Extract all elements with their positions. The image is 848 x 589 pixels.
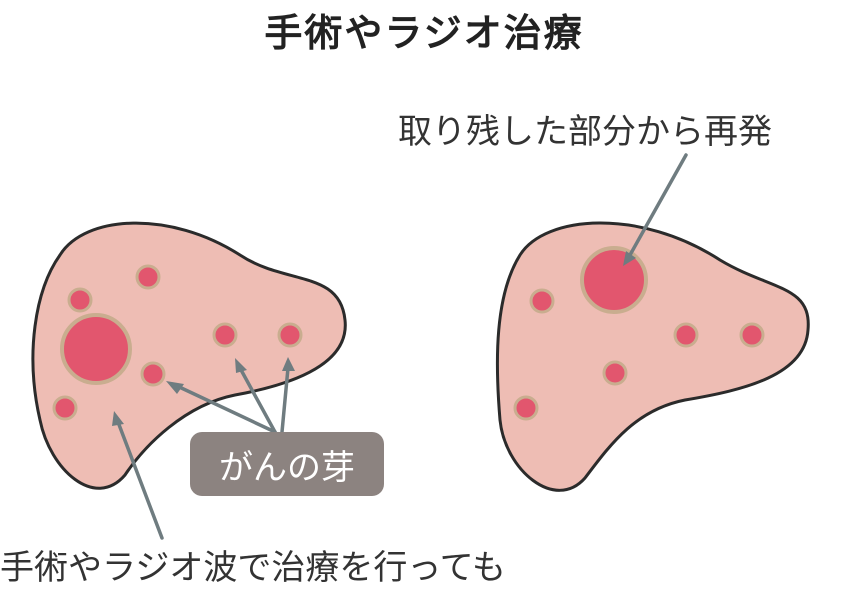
organ-right bbox=[495, 221, 810, 492]
badge-label: がんの芽 bbox=[219, 447, 355, 488]
cancer-bud-spot bbox=[212, 322, 238, 348]
tumor-large-left bbox=[60, 313, 132, 385]
arrow-to-treated-area bbox=[116, 420, 164, 540]
cancer-bud-spot bbox=[739, 322, 765, 348]
arrow-to-spot-mid bbox=[238, 366, 277, 434]
arrow-to-recurrence bbox=[628, 153, 688, 257]
arrowheads bbox=[112, 251, 636, 426]
cancer-bud-spot bbox=[67, 287, 93, 313]
cancer-bud-spot bbox=[513, 395, 539, 421]
cancer-bud-spot bbox=[140, 361, 166, 387]
cancer-bud-spot bbox=[602, 360, 628, 386]
cancer-bud-badge: がんの芽 bbox=[190, 432, 384, 496]
arrow-to-spot-center bbox=[173, 383, 277, 434]
arrow-to-spot-right bbox=[280, 366, 290, 434]
cancer-bud-spot bbox=[529, 288, 555, 314]
diagram-title: 手術やラジオ治療 bbox=[264, 11, 584, 55]
cancer-bud-spot bbox=[135, 264, 161, 290]
treatment-caption: 手術やラジオ波で治療を行っても bbox=[0, 548, 506, 588]
organ-left bbox=[31, 221, 347, 490]
recurrence-callout: 取り残した部分から再発 bbox=[398, 112, 772, 152]
arrows bbox=[116, 153, 688, 540]
recurrence-tumor bbox=[580, 246, 648, 314]
cancer-bud-spot bbox=[277, 322, 303, 348]
cancer-bud-spot bbox=[52, 395, 78, 421]
cancer-bud-spot bbox=[673, 322, 699, 348]
